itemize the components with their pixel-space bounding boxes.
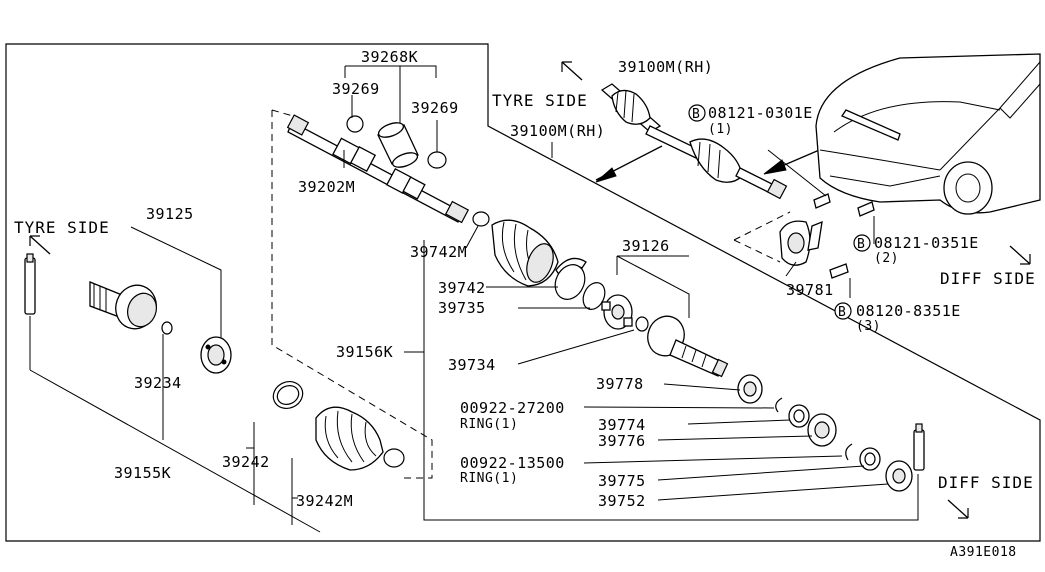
labels: 39268K 39269 39269 39202M 39100M(RH) TYR… <box>14 48 1036 560</box>
label-00922-13500: 00922-13500 <box>460 454 565 472</box>
label-39775: 39775 <box>598 472 646 490</box>
label-39242M: 39242M <box>296 492 353 510</box>
label-ring-1-a: RING(1) <box>460 417 518 432</box>
bolt-pin-left <box>24 253 36 315</box>
diagram-frame <box>5 43 1041 542</box>
label-39734: 39734 <box>448 356 496 374</box>
label-39269-b: 39269 <box>411 99 459 117</box>
label-39735: 39735 <box>438 299 486 317</box>
inner-joint-group <box>423 211 919 521</box>
snap-ring-39735 <box>582 282 606 310</box>
bolt3-qty: (3) <box>856 319 881 334</box>
outer-boot <box>315 406 384 471</box>
ball-cage <box>200 336 232 374</box>
bolt2-prefix: B <box>857 237 865 252</box>
label-39155K: 39155K <box>114 464 171 482</box>
label-39242: 39242 <box>222 453 270 471</box>
label-39752: 39752 <box>598 492 646 510</box>
bolt3-code: 08120-8351E <box>856 302 961 320</box>
outer-boot-group <box>253 109 433 525</box>
label-39100M-top: 39100M(RH) <box>618 58 713 76</box>
label-00922-27200: 00922-27200 <box>460 399 565 417</box>
diagram-code: A391E018 <box>950 545 1017 560</box>
boot-kit-39268K <box>344 65 447 169</box>
label-39202M: 39202M <box>298 178 355 196</box>
outer-cv-joint <box>89 281 157 330</box>
bearing-39776 <box>807 413 837 447</box>
circlip-39734 <box>635 316 649 332</box>
label-39742: 39742 <box>438 279 486 297</box>
bolt3-prefix: B <box>838 305 846 320</box>
bolt-pin-right <box>913 423 925 471</box>
bolt2-qty: (2) <box>874 251 899 266</box>
tripod-joint <box>601 294 633 330</box>
bolt1-prefix: B <box>692 107 700 122</box>
bolts-top <box>767 149 875 279</box>
label-39776: 39776 <box>598 432 646 450</box>
label-39234: 39234 <box>134 374 182 392</box>
label-39269-a: 39269 <box>332 80 380 98</box>
bearing-bracket-39781 <box>733 211 823 266</box>
label-39156K: 39156K <box>336 343 393 361</box>
diff-side-label-right: DIFF SIDE <box>940 269 1036 288</box>
diff-side-label-bottom: DIFF SIDE <box>938 473 1034 492</box>
label-39742M: 39742M <box>410 243 467 261</box>
inner-boot <box>491 219 559 287</box>
outer-joint-group <box>24 226 321 533</box>
retainer-parts <box>737 374 925 492</box>
tyre-side-label-left: TYRE SIDE <box>14 218 110 237</box>
inner-housing <box>647 315 729 378</box>
label-39100M-mid: 39100M(RH) <box>510 122 605 140</box>
circlip-39234 <box>161 321 173 335</box>
drive-shaft <box>286 114 470 224</box>
label-ring-1-b: RING(1) <box>460 471 518 486</box>
ring-00922-27200 <box>775 397 783 413</box>
label-39774: 39774 <box>598 416 646 434</box>
label-39268K: 39268K <box>361 48 418 66</box>
label-39781: 39781 <box>786 281 834 299</box>
label-39125: 39125 <box>146 205 194 223</box>
label-39126: 39126 <box>622 237 670 255</box>
tyre-side-label-top: TYRE SIDE <box>492 91 588 110</box>
leader-lines <box>162 95 889 501</box>
ring-00922-13500 <box>845 443 853 461</box>
inner-boot-small <box>377 122 419 168</box>
bolt1-code: 08121-0301E <box>708 104 813 122</box>
bolt2-code: 08121-0351E <box>874 234 979 252</box>
vehicle-illustration <box>815 53 1041 215</box>
boot-band-small <box>383 448 405 468</box>
shaft-assembly-overview <box>600 83 788 200</box>
direction-arrows <box>29 61 1031 519</box>
bolt1-qty: (1) <box>708 122 733 137</box>
label-39778: 39778 <box>596 375 644 393</box>
